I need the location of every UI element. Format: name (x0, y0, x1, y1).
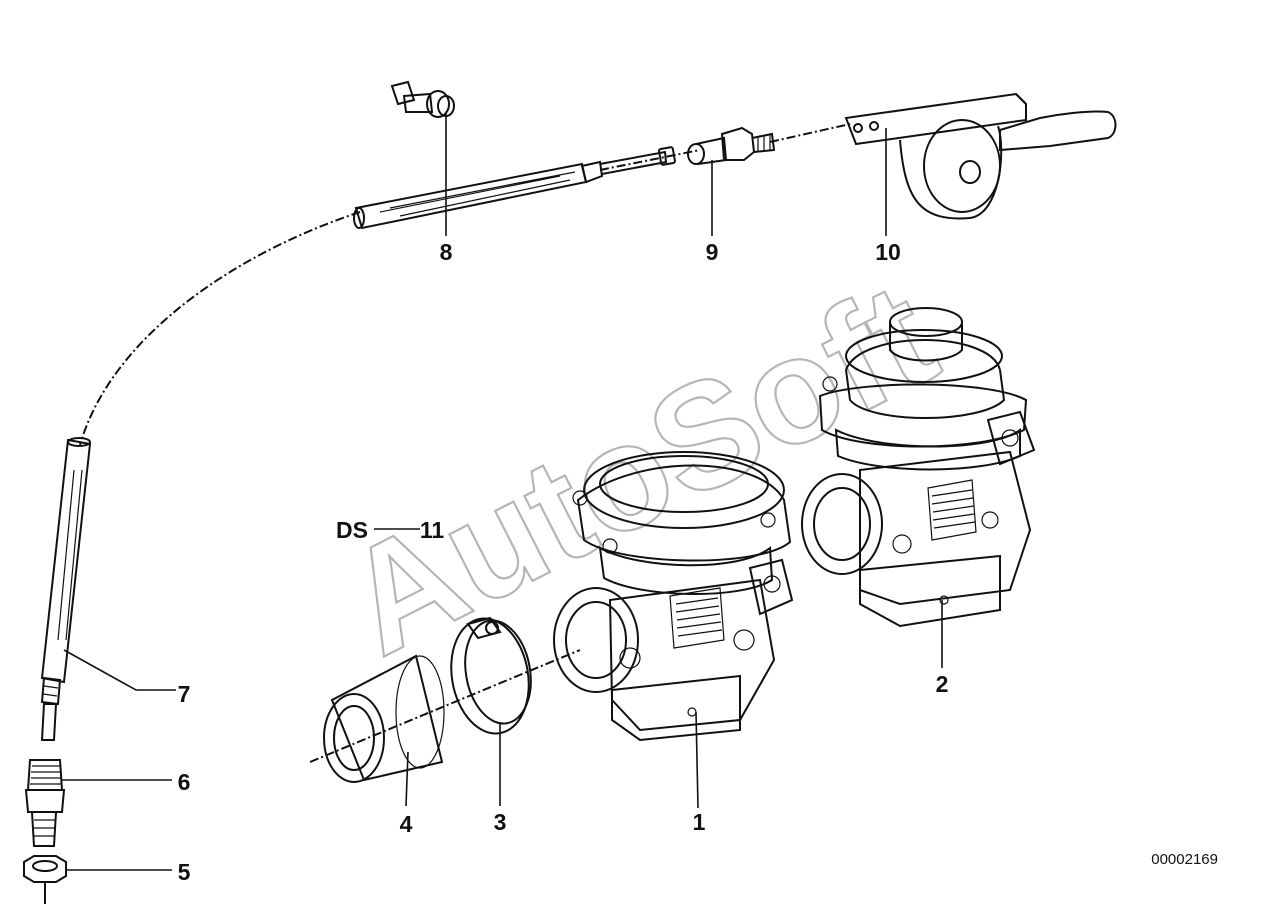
carburetor-left (553, 451, 794, 742)
svg-text:AutoSoft: AutoSoft (319, 250, 959, 687)
part-label-6: 6 (178, 769, 191, 795)
leader-4 (405, 751, 409, 807)
part-label-4: 4 (400, 811, 413, 837)
adjusting-screw (687, 126, 776, 165)
intake-centerline (309, 649, 581, 763)
part-label-10: 10 (875, 239, 901, 265)
choke-cable-core-end (599, 123, 851, 171)
watermark: AutoSoft (318, 249, 961, 688)
cable-nipple (390, 80, 455, 118)
cable-housing (40, 437, 92, 741)
part-label-9: 9 (706, 239, 719, 265)
cable-sleeve (353, 146, 676, 230)
carburetor-right (801, 307, 1036, 628)
choke-cable-core (79, 211, 361, 446)
leader-1 (695, 711, 699, 809)
choke-lever (844, 92, 1117, 220)
part-label-1: 1 (693, 809, 706, 835)
part-label-2: 2 (936, 671, 949, 697)
part-label-8: 8 (440, 239, 453, 265)
part-label-3: 3 (494, 809, 507, 835)
reference-number: 00002169 (1151, 851, 1218, 868)
cable-adjuster (24, 759, 66, 847)
part-label-7: 7 (178, 681, 191, 707)
kit-prefix: DS (336, 517, 368, 543)
leader-7 (63, 649, 176, 691)
part-label-11: 11 (420, 517, 445, 543)
part-label-5: 5 (178, 859, 191, 885)
intake-sleeve (323, 654, 445, 783)
lock-nut (23, 855, 67, 904)
